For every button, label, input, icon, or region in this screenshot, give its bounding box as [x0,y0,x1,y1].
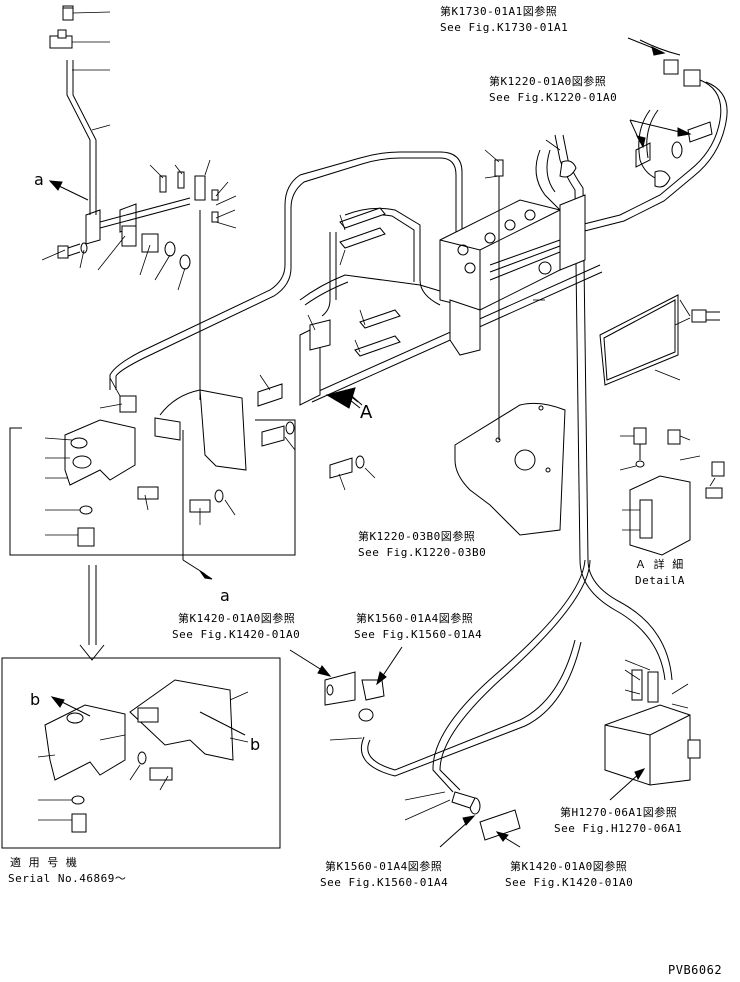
fittings-lower [289,646,521,848]
ref-k1220b-jp: 第K1220-03B0図参照 [358,530,476,543]
ref-k1420-bot-jp: 第K1420-01A0図参照 [510,860,628,873]
ref-k1220b-en: See Fig.K1220-03B0 [358,546,487,559]
hose-routing [109,39,728,793]
ref-k1560-top-en: See Fig.K1560-01A4 [354,628,483,641]
ref-k1220a-jp: 第K1220-01A0図参照 [489,75,607,88]
callout-a-top: a [34,170,44,189]
callout-A: A [360,402,373,423]
bracket-assembly [64,210,247,560]
ref-k1730-jp: 第K1730-01A1図参照 [440,5,558,18]
arrow-a-top [48,180,89,201]
arrow-a-bottom [182,559,213,580]
serial-label-jp: 適 用 号 機 [10,856,78,869]
ref-k1560-bot-en: See Fig.K1560-01A4 [320,876,449,889]
down-arrow [79,565,105,661]
ref-k1220a-en: See Fig.K1220-01A0 [489,91,618,104]
lever-assembly [49,5,219,270]
ref-k1420-bot-en: See Fig.K1420-01A0 [505,876,634,889]
ref-h1270-jp: 第H1270-06A1図参照 [560,806,678,819]
cover-plate [599,294,720,386]
floor-plate [454,402,566,536]
leader-lines-lever [41,11,237,291]
fittings-center [257,207,401,479]
ref-k1420-top-en: See Fig.K1420-01A0 [172,628,301,641]
ref-h1270-en: See Fig.H1270-06A1 [554,822,683,835]
ref-k1560-top-jp: 第K1560-01A4図参照 [356,612,474,625]
callout-b-left: b [30,690,41,709]
callout-b-right: b [250,735,261,754]
detail-bracket-frame [9,419,296,556]
drawing-id: PVB6062 [668,963,723,977]
ref-k1420-top-jp: 第K1420-01A0図参照 [178,612,296,625]
serial-box [1,657,281,849]
serial-number: Serial No.46869～ [8,872,127,885]
fittings-top-right [559,37,713,188]
callout-a-bottom: a [220,586,230,605]
control-valve [439,159,586,440]
bottom-right-box [604,659,701,801]
arrow-A [325,387,363,409]
leader-lines-misc [44,139,691,536]
detail-label-jp: Ａ 詳 細 [635,558,684,571]
detail-label-en: DetailA [635,574,685,587]
detail-A-parts [619,427,725,556]
ref-k1560-bot-jp: 第K1560-01A4図参照 [325,860,443,873]
ref-k1730-en: See Fig.K1730-01A1 [440,21,569,34]
